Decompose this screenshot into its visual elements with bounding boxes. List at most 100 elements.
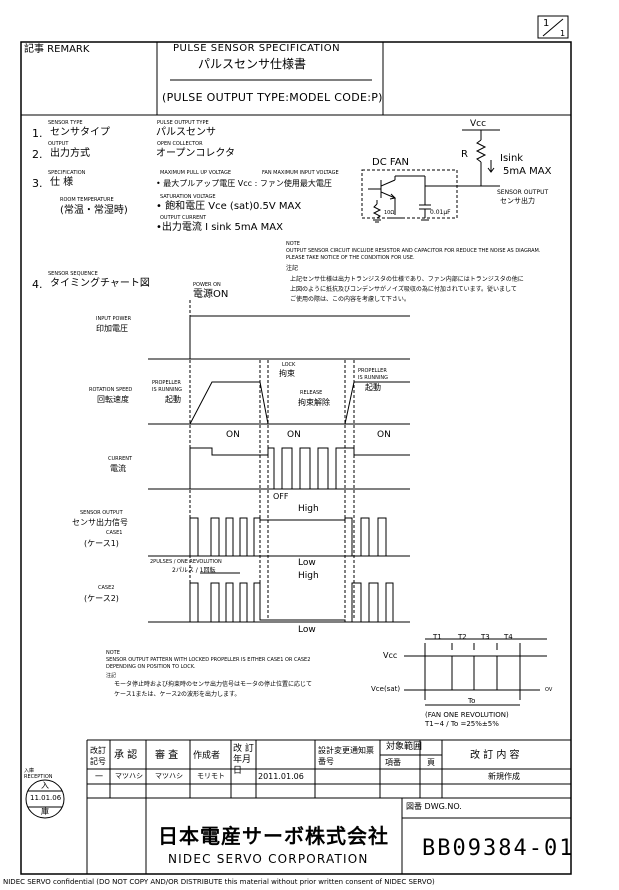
rotation-speed-jp: 回転速度 [97,395,129,404]
wave-vce: Vce(sat) [371,685,401,693]
seq-num: 4. [32,278,43,291]
isink-label: Isink [500,153,524,164]
rev-subheader-page: 頁 [427,758,435,767]
stamp-date: 11.01.06 [30,794,62,802]
pulses-en: 2PULSES / ONE REVOLUTION [150,559,222,565]
spec2-en: SATURATION VOLTAGE [160,194,216,200]
r-label: R [461,149,468,160]
note2-en2: DEPENDING ON POSITION TO LOCK. [106,664,196,670]
sensor-output-jp2: センサ出力信号 [72,518,128,527]
drawing-number: BB09384-01 [422,836,575,861]
case1-en: CASE1 [106,530,123,536]
stamp-bottom: 庫 [41,807,49,816]
item1-num: 1. [32,127,43,140]
room-temp-jp: (常温・常湿時) [60,205,128,216]
rev-header-content: 改 訂 内 容 [470,750,520,761]
sensor-output-jp: センサ出力 [500,197,535,205]
spec1-jp: • 最大プルアップ電圧 Vcc : ファン使用最大電圧 [156,179,332,188]
item1-en: SENSOR TYPE [48,120,83,126]
item1-value-en: PULSE OUTPUT TYPE [157,120,209,126]
rev-header-mark: 改訂記号 [90,746,106,766]
rev-row-approve: マツハシ [115,772,143,780]
note2-jp1: モータ停止時および拘束時のセンサ出力信号はモータの停止位置に応じて [114,681,313,688]
item3-jp: 仕 様 [50,177,74,188]
stamp-sub: RECEPTION [24,774,53,780]
rotation-speed-en: ROTATION SPEED [89,387,133,393]
rev-subheader-item: 項番 [385,758,401,767]
rev-row-content: 新規作成 [488,772,520,781]
wave-t2: T2 [458,633,467,641]
item2-jp: 出力方式 [50,148,90,159]
wave-vcc: Vcc [383,651,398,660]
capacitor-label: 0.01μF [430,209,451,216]
title-en: PULSE SENSOR SPECIFICATION [173,43,341,54]
wave-ov: OV [545,687,553,693]
current-en: CURRENT [108,456,133,462]
item2-num: 2. [32,148,43,161]
high-label-1: High [298,504,319,514]
room-temp-en: ROOM TEMPERATURE [60,197,114,203]
rev-header-check: 審 査 [155,750,179,761]
confidential-footer: NIDEC SERVO confidential (DO NOT COPY AN… [3,878,435,886]
vcc-label: Vcc [470,119,487,129]
spec3-jp: •出力電流 I sink 5mA MAX [156,222,283,233]
title-jp: パルスセンサ仕様書 [198,57,307,71]
lock-jp: 拘束 [279,369,295,378]
rev-header-scope: 対象範囲 [386,742,423,752]
propeller-b-en1: PROPELLER [358,368,387,374]
stamp-label: 入庫 [24,768,35,774]
rev-header-notice: 設計変更通知票番号 [318,746,374,766]
lock-en: LOCK [282,362,296,368]
note-en1: OUTPUT SENSOR CIRCUIT INCLUDE RESISTOR A… [286,248,541,254]
note2-jp2: ケース1または、ケース2の波形を出力します。 [114,691,241,698]
note-jp-label: 注記 [286,265,299,272]
rev-row-check: マツハシ [155,772,183,780]
dc-fan-label: DC FAN [372,157,410,168]
power-on-jp: 電源ON [193,289,229,300]
company-name-jp: 日本電産サーボ株式会社 [158,824,389,848]
timing-chart [148,300,410,623]
isink-max: 5mA MAX [503,166,552,177]
company-name-en: NIDEC SERVO CORPORATION [168,852,369,866]
propeller-b-jp: 起動 [365,383,381,392]
reception-stamp [25,779,65,819]
page-number-box [537,15,569,39]
output-waveform [404,638,547,706]
pulses-jp: 2パルス / 1回転 [172,567,216,574]
low-label-1: Low [298,558,316,568]
input-power-en: INPUT POWER [96,316,132,322]
case2-jp: (ケース2) [84,594,119,603]
propeller-b-en2: IS RUNNING [358,375,388,381]
note2-label: NOTE [106,650,120,656]
spec1-en: MAXIMUM PULL UP VOLTAGE [160,170,232,176]
release-jp: 拘束解除 [298,398,330,407]
propeller-en2: IS RUNNING [152,387,182,393]
rev-row-date: 2011.01.06 [258,772,304,781]
note-label: NOTE [286,241,300,247]
high-label-2: High [298,571,319,581]
item1-value-jp: パルスセンサ [156,127,216,138]
low-label-2: Low [298,625,316,635]
item2-value-en: OPEN COLLECTOR [157,141,203,147]
revision-table-lines [86,739,571,874]
wave-t3: T3 [481,633,490,641]
outer-frame [20,41,572,875]
remark-label: 記事 REMARK [24,44,90,55]
item3-en: SPECIFICATION [48,170,86,176]
spec2-jp: • 飽和電圧 Vce (sat)0.5V MAX [156,201,302,212]
seq-jp: タイミングチャート図 [50,278,150,289]
rev-header-approve: 承 認 [114,750,138,761]
item2-en: OUTPUT [48,141,69,147]
sensor-output-en2: SENSOR OUTPUT [80,510,123,516]
wave-t0: To [468,697,476,705]
on-label-2: ON [287,430,301,440]
page-total: 1 [560,29,566,38]
note2-jp-label: 注記 [106,673,117,679]
wave-t1: T1 [433,633,442,641]
case1-jp: (ケース1) [84,539,119,548]
duty-ratio: T1~4 / To =25%±5% [425,720,499,728]
off-label: OFF [273,492,289,501]
rev-row-mark: 一 [95,772,103,781]
fan-circuit-diagram [361,129,500,223]
seq-en: SENSOR SEQUENCE [48,271,98,277]
